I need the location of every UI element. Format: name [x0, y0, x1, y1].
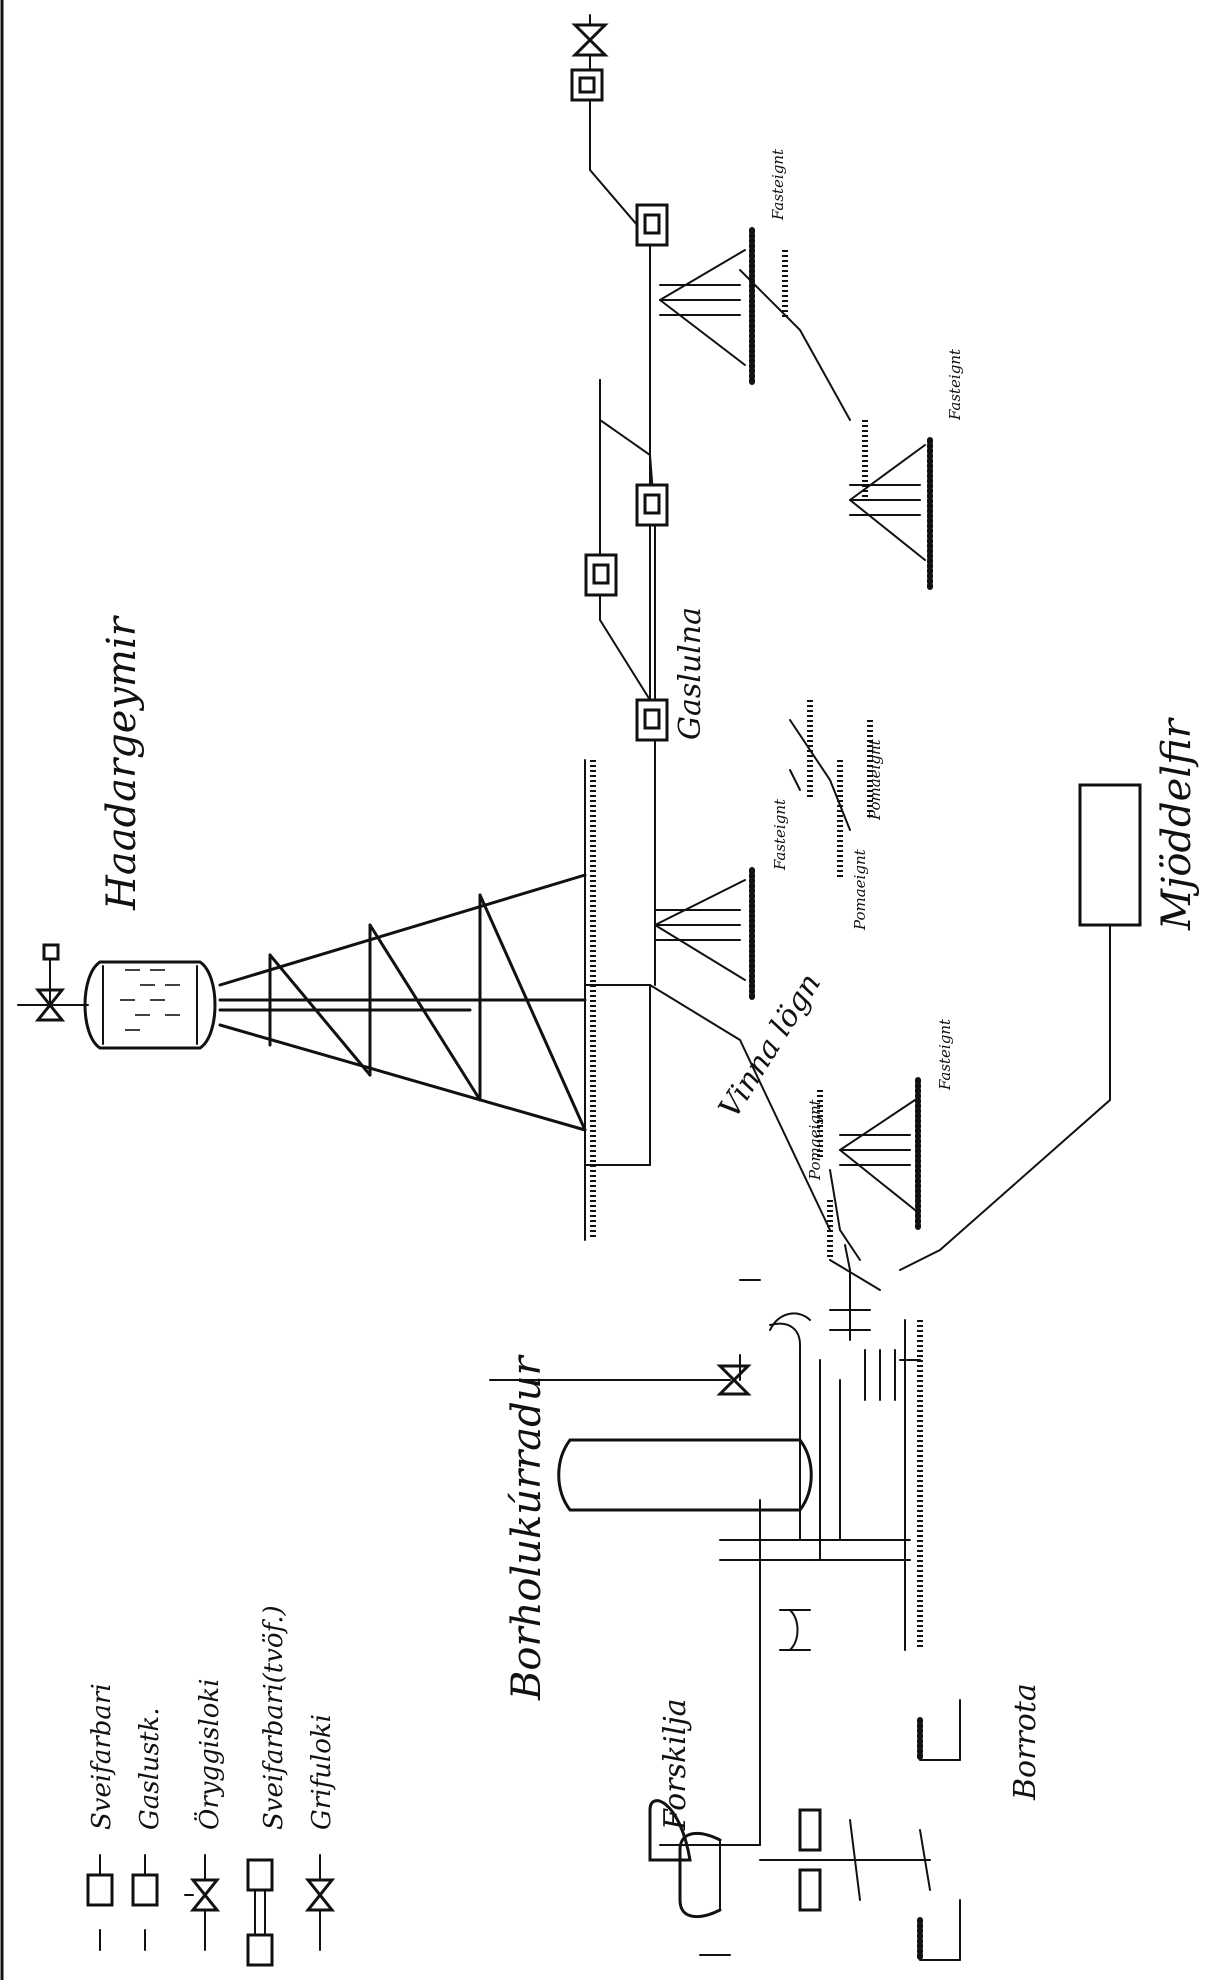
legend-item-double-sleeve	[246, 1858, 274, 1967]
top-shutoff-valve	[571, 14, 609, 61]
stand-lower-2	[839, 1077, 921, 1233]
note-1: Fasteignt	[769, 148, 787, 221]
label-manifold: Borholukúrradur	[504, 1354, 550, 1701]
small-hatches	[782, 250, 873, 1260]
supply-pipe	[584, 984, 831, 1231]
legend-item-sleeve-valve	[86, 1854, 114, 1951]
note-2: Fasteignt	[946, 348, 964, 421]
legend	[86, 1854, 336, 1967]
shutoff-valve-icon	[304, 1878, 336, 1912]
control-room-box	[939, 783, 1142, 1251]
double-sleeve-valve-icon	[246, 1858, 274, 1892]
legend-label-2: Gaslustk.	[135, 1708, 165, 1830]
stand-middle	[654, 867, 755, 1003]
legend-label-1: Sveifarbari	[87, 1683, 117, 1830]
label-work-area: Borrota	[1008, 1683, 1043, 1801]
legend-item-gauge-box	[131, 1854, 159, 1951]
label-tank: Haadargeymir	[99, 614, 145, 911]
safety-valve-icon	[189, 1878, 221, 1912]
legend-label-4: Sveifarbari(tvöf.)	[259, 1605, 289, 1830]
center-connections	[829, 1249, 941, 1341]
gas-cylinder	[648, 1499, 761, 1956]
sleeve-valve-icon	[86, 1873, 114, 1907]
legend-label-3: Öryggisloki	[193, 1679, 225, 1830]
sleeve-valves	[570, 68, 669, 742]
label-control-room: Mjöddelfir	[1154, 716, 1200, 931]
bottom-valves	[759, 1699, 961, 1963]
stand-upper	[659, 227, 755, 388]
separator-vessel	[489, 1279, 813, 1512]
label-gas-line: Gaslulna	[673, 607, 708, 740]
manifold-pipes	[719, 1312, 911, 1651]
legend-item-safety-valve	[184, 1854, 221, 1951]
elevated-tank	[17, 943, 217, 1050]
hose-lines	[739, 269, 861, 1271]
gauge-box-icon	[131, 1873, 159, 1907]
legend-item-shutoff-valve	[304, 1854, 336, 1951]
tower-truss	[218, 873, 587, 1132]
note-6: Pomaeignt	[851, 848, 869, 931]
note-3: Fasteignt	[771, 798, 789, 871]
legend-label-5: Grifuloki	[307, 1714, 337, 1830]
note-4: Fasteignt	[936, 1018, 954, 1091]
label-cylinders: Forskilja	[658, 1698, 693, 1831]
note-7: Pomaeignt	[806, 1098, 824, 1181]
stand-lower-1	[849, 437, 933, 593]
note-5: Pomaeignt	[866, 738, 884, 821]
